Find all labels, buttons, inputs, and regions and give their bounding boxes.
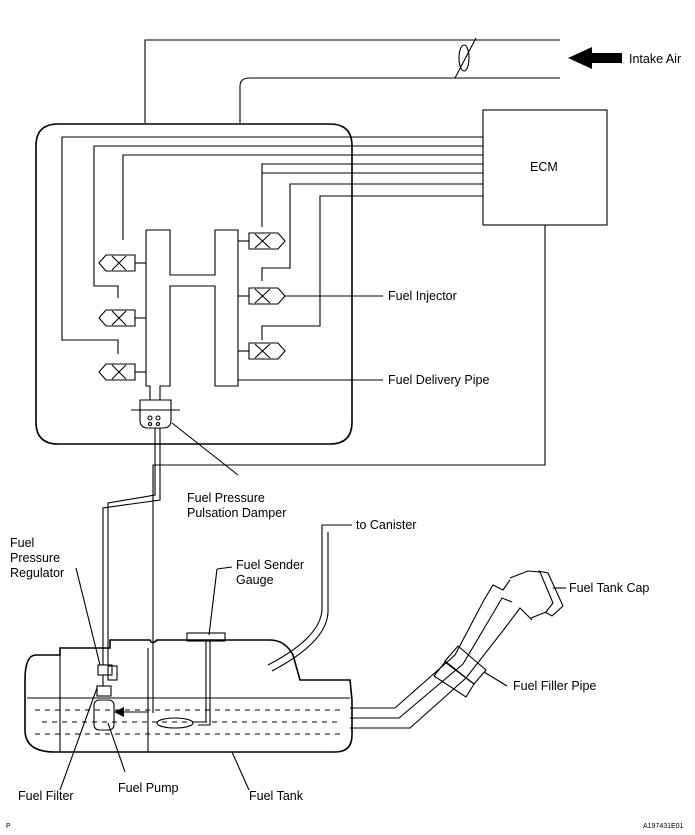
ecm-injector-wires [61, 136, 483, 354]
fuel-pump-label: Fuel Pump [118, 781, 178, 795]
fuel-delivery-pipe-label: Fuel Delivery Pipe [388, 373, 489, 387]
ecm-label: ECM [530, 160, 558, 174]
fuel-pressure-pulsation-damper [131, 399, 180, 429]
fuel-tank-cap [509, 570, 564, 619]
regulator-label-line3: Regulator [10, 566, 64, 580]
intake-air-label: Intake Air [629, 52, 681, 66]
sender-label-line2: Gauge [236, 573, 274, 587]
fuel-injector-left-2 [98, 309, 146, 327]
fuel-injector-left-3 [98, 363, 146, 381]
intake-air-arrow-icon [568, 47, 622, 69]
page-letter: P [6, 823, 11, 830]
regulator-label-line1: Fuel [10, 536, 34, 550]
fuel-injector-right-1 [238, 232, 286, 250]
fuel-tank-cap-label: Fuel Tank Cap [569, 581, 649, 595]
fuel-tank-body [24, 639, 353, 753]
damper-label-line2: Pulsation Damper [187, 506, 286, 520]
fuel-sender-gauge [156, 632, 226, 729]
fuel-pump-assembly [93, 664, 148, 731]
ecm-pump-wire [152, 225, 546, 713]
fuel-injector-label: Fuel Injector [388, 289, 457, 303]
fuel-tank-label: Fuel Tank [249, 789, 304, 803]
fuel-injector-right-3 [238, 342, 286, 360]
fuel-filler-pipe [350, 579, 533, 729]
fuel-injector-left-1 [98, 254, 146, 272]
intake-air-duct [144, 37, 622, 123]
engine-block [35, 123, 353, 445]
fuel-surface-waves [35, 709, 340, 735]
sender-label-line1: Fuel Sender [236, 558, 304, 572]
leader-lines [59, 295, 566, 791]
fuel-line [107, 428, 156, 665]
fuel-injector-right-2 [238, 287, 286, 305]
throttle-valve [454, 37, 477, 79]
canister-line [267, 524, 352, 666]
fuel-filler-pipe-label: Fuel Filler Pipe [513, 679, 596, 693]
damper-label-line1: Fuel Pressure [187, 491, 265, 505]
to-canister-label: to Canister [356, 518, 416, 532]
regulator-label-line2: Pressure [10, 551, 60, 565]
fuel-return-arrow-icon [114, 707, 124, 717]
fuel-filter-label: Fuel Filter [18, 789, 74, 803]
fuel-delivery-pipe [145, 229, 239, 400]
figure-code: A197431E01 [643, 823, 684, 830]
